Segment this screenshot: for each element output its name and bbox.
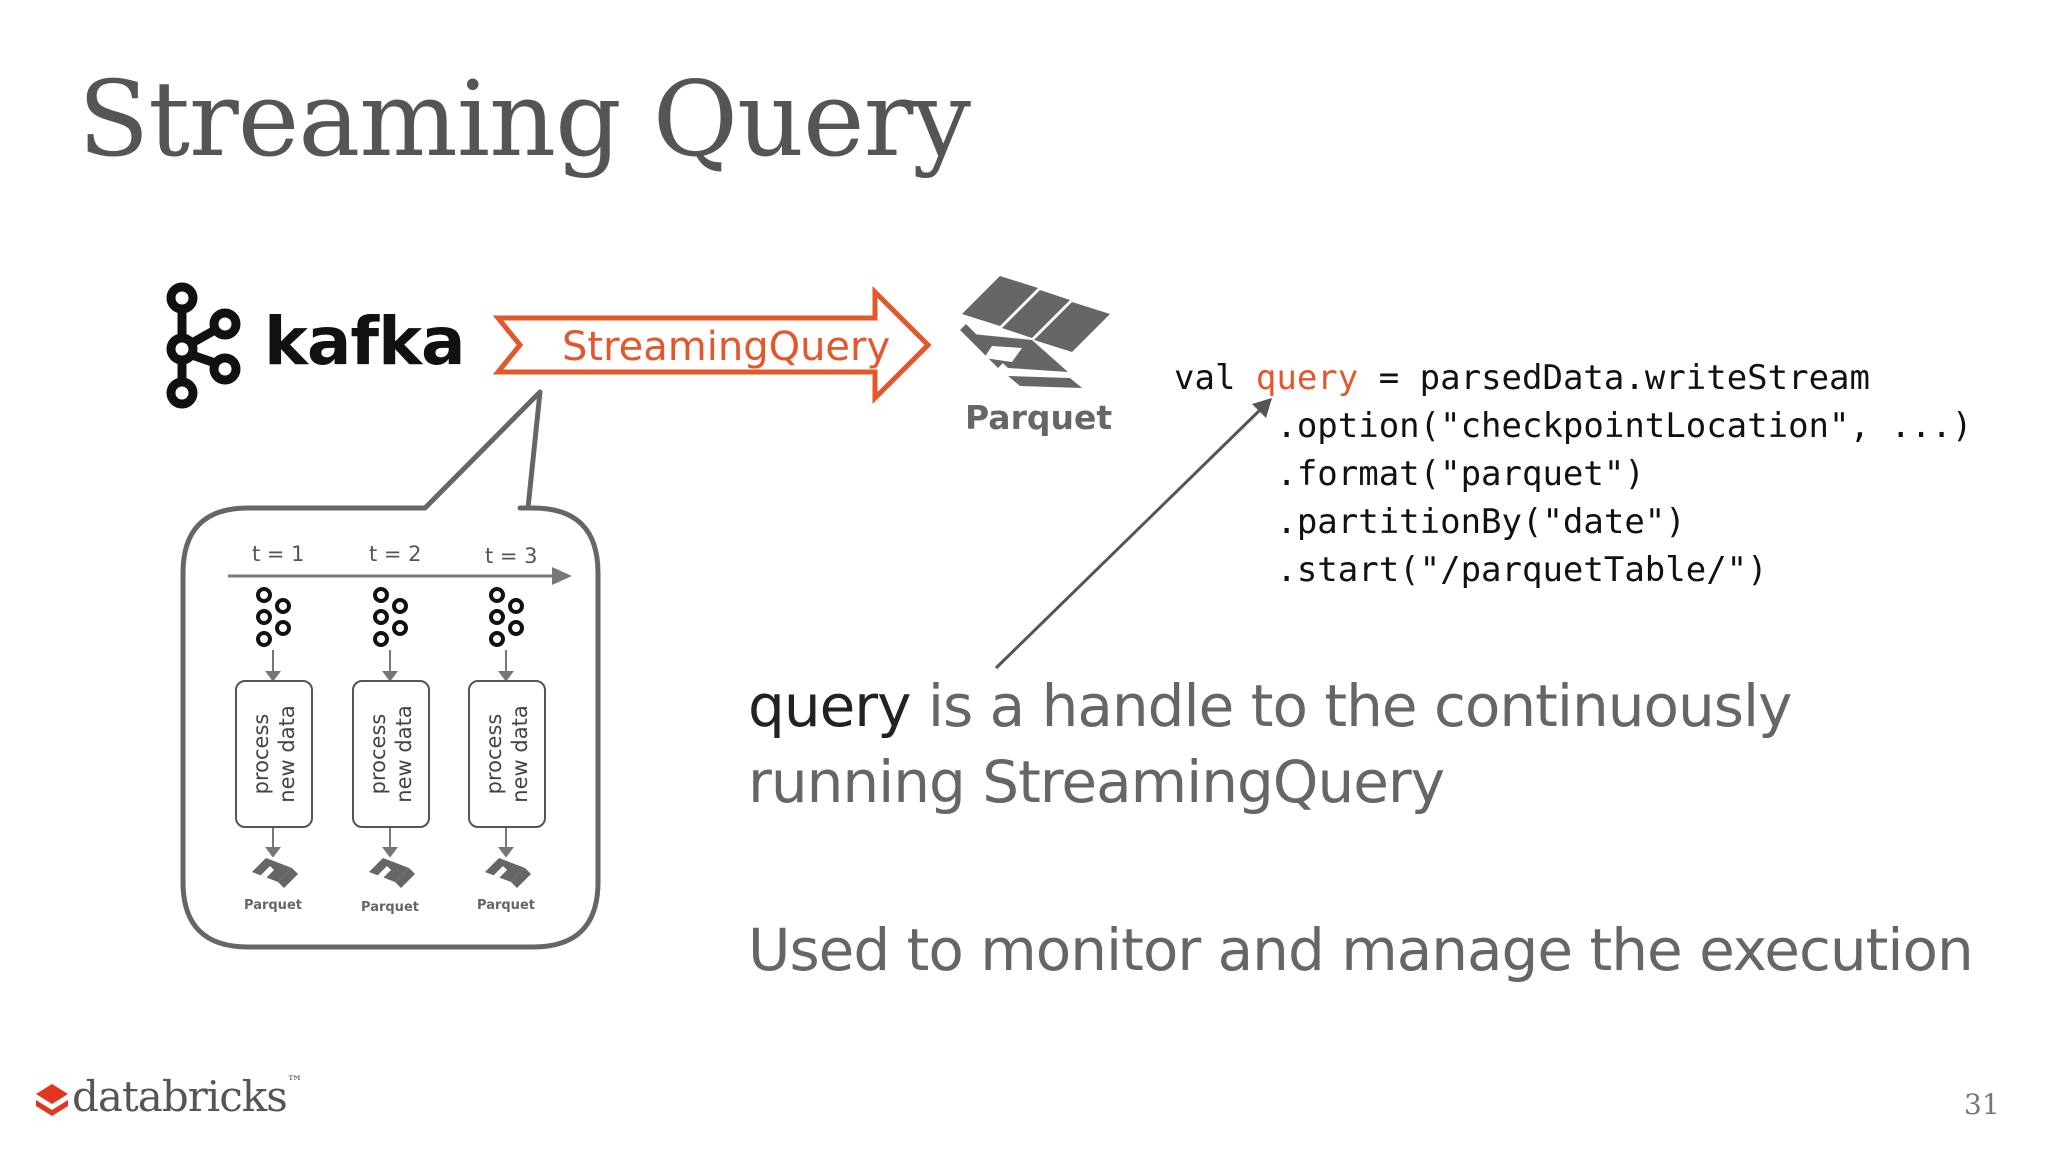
pointer-arrowhead	[1252, 398, 1272, 418]
parquet-logo-text: Parquet	[965, 398, 1113, 437]
small-parquet-label: Parquet	[477, 898, 535, 913]
description-line-1: query is a handle to the continuously	[748, 668, 1793, 744]
small-parquet-icon	[485, 858, 531, 888]
process-label-line-2: new data	[508, 705, 532, 803]
small-kafka-icon	[489, 587, 524, 647]
code-line-4: .partitionBy("date")	[1174, 502, 1686, 542]
process-label-line-2: new data	[392, 705, 416, 803]
slide-title: Streaming Query	[78, 58, 971, 180]
code-line-1-rest: = parsedData.writeStream	[1358, 358, 1870, 398]
kafka-icon	[166, 282, 241, 409]
code-line-2: .option("checkpointLocation", ...)	[1174, 406, 1973, 446]
trademark-symbol: ™	[286, 1072, 303, 1091]
databricks-wordmark: databricks	[72, 1072, 288, 1121]
time-label-1: t = 1	[252, 542, 305, 566]
description-line-2: running StreamingQuery	[748, 748, 1445, 816]
process-label-line-1: process	[482, 713, 506, 795]
arrow-label: StreamingQuery	[562, 324, 891, 370]
small-kafka-icon	[256, 587, 291, 647]
timeline-arrowhead	[552, 567, 572, 585]
small-parquet-icon	[252, 858, 298, 888]
code-line-3: .format("parquet")	[1174, 454, 1645, 494]
process-label-line-1: process	[366, 713, 390, 795]
code-block: val query = parsedData.writeStream .opti…	[1174, 354, 1972, 594]
streaming-query-arrow	[492, 285, 932, 405]
code-query-keyword: query	[1255, 358, 1359, 398]
process-label-line-2: new data	[275, 705, 299, 803]
description-line-3: Used to monitor and manage the execution	[748, 916, 1974, 984]
small-parquet-icon	[369, 858, 415, 888]
description-line-1-rest: is a handle to the continuously	[910, 672, 1793, 740]
process-label-line-1: process	[249, 713, 273, 795]
code-val-keyword: val	[1174, 358, 1256, 398]
pointer-arrow-line	[994, 406, 1264, 670]
small-parquet-label: Parquet	[361, 900, 419, 915]
time-label-3: t = 3	[485, 544, 538, 568]
kafka-logo: kafka	[160, 283, 466, 413]
databricks-logo-text: databricks™	[72, 1072, 303, 1121]
code-line-5: .start("/parquetTable/")	[1174, 550, 1768, 590]
parquet-icon	[960, 276, 1110, 388]
small-parquet-label: Parquet	[244, 898, 302, 913]
small-kafka-icon	[373, 587, 408, 647]
databricks-logo-icon	[36, 1084, 68, 1116]
code-line-1: val query = parsedData.writeStream	[1174, 358, 1870, 398]
description-highlight: query	[748, 672, 911, 740]
time-label-2: t = 2	[369, 542, 422, 566]
page-number: 31	[1964, 1088, 2000, 1121]
kafka-logo-text: kafka	[264, 303, 466, 380]
